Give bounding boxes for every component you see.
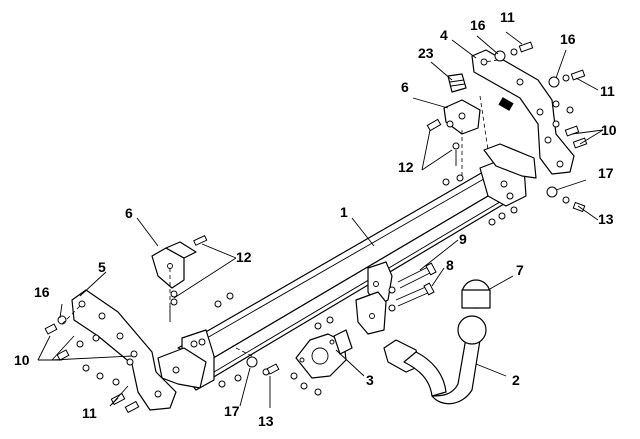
callout-17-right: 17 [598,165,614,181]
left-beam-end-bracket [157,329,215,391]
socket-plate [295,329,353,379]
callout-12-right: 12 [398,159,414,175]
callout-13-right: 13 [598,211,614,227]
right-angle-bracket [443,99,481,135]
callout-16-top: 16 [470,17,486,33]
callout-11-top: 11 [500,9,515,25]
callout-10-left: 10 [14,352,30,368]
left-side-plate [71,289,177,411]
callout-3: 3 [366,372,374,388]
callout-13-bottom: 13 [258,413,274,429]
hitch-mount-plates [355,261,393,335]
callout-6-right: 6 [401,79,409,95]
right-beam-end-bracket [479,143,537,207]
socket-fasteners [290,316,334,396]
leader-lines [37,31,604,408]
callout-12-left: 12 [236,249,252,265]
clip-23 [447,73,467,93]
right-fasteners [483,41,588,226]
callout-11-left: 11 [82,405,97,421]
main-crossbeam [177,167,525,379]
callout-5: 5 [98,259,106,275]
callout-10-right: 10 [601,122,617,138]
callout-7: 7 [516,262,524,278]
callout-11-right: 11 [600,83,615,99]
callout-23: 23 [418,45,434,61]
callout-1: 1 [340,204,348,220]
callout-17-bottom: 17 [224,403,240,419]
callout-2: 2 [512,372,520,388]
callout-8: 8 [446,257,454,273]
right-side-plate [471,49,575,175]
callout-6-left: 6 [125,205,133,221]
gooseneck-towbar [383,279,491,405]
left-angle-bracket [151,241,197,289]
upper-left-fasteners [169,234,234,346]
callout-9: 9 [459,231,467,247]
callout-16-right: 16 [560,31,576,47]
callout-4: 4 [440,27,448,43]
callout-labels: 1 2 3 4 5 6 6 7 8 9 10 10 11 11 11 12 12… [14,9,617,429]
long-bolts [388,262,437,312]
callout-16-left: 16 [34,284,50,300]
lower-mid-fasteners [218,345,280,388]
upper-right-fasteners [426,95,489,186]
